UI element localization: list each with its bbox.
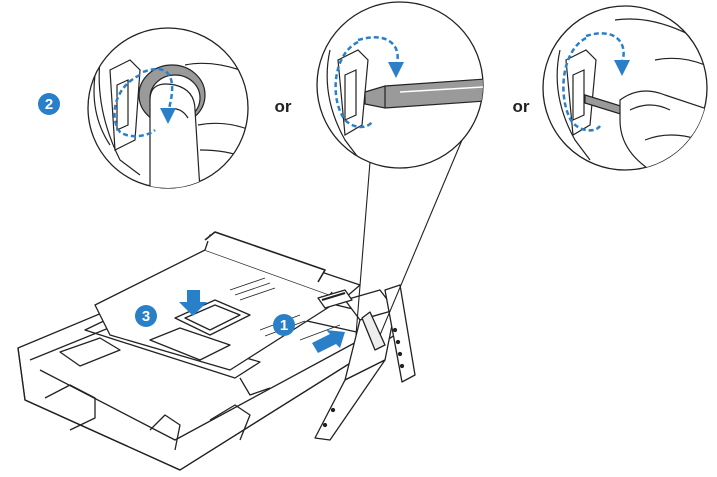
push-arrow-1 <box>312 330 345 353</box>
step-badge-2: 2 <box>38 93 60 115</box>
detail-circle-screwdriver <box>316 1 484 169</box>
step-badge-2-label: 2 <box>45 96 53 113</box>
step-badge-3: 3 <box>135 305 157 327</box>
step-badge-1: 1 <box>273 314 295 336</box>
or-label-right: or <box>513 97 530 116</box>
callout-lines <box>355 139 463 336</box>
detail-circle-pinch <box>542 5 708 171</box>
step-badge-3-label: 3 <box>142 308 150 325</box>
down-arrow-3 <box>179 290 207 316</box>
detail-circle-finger <box>87 27 249 189</box>
or-label-left: or <box>275 97 292 116</box>
step-badge-1-label: 1 <box>280 317 288 334</box>
